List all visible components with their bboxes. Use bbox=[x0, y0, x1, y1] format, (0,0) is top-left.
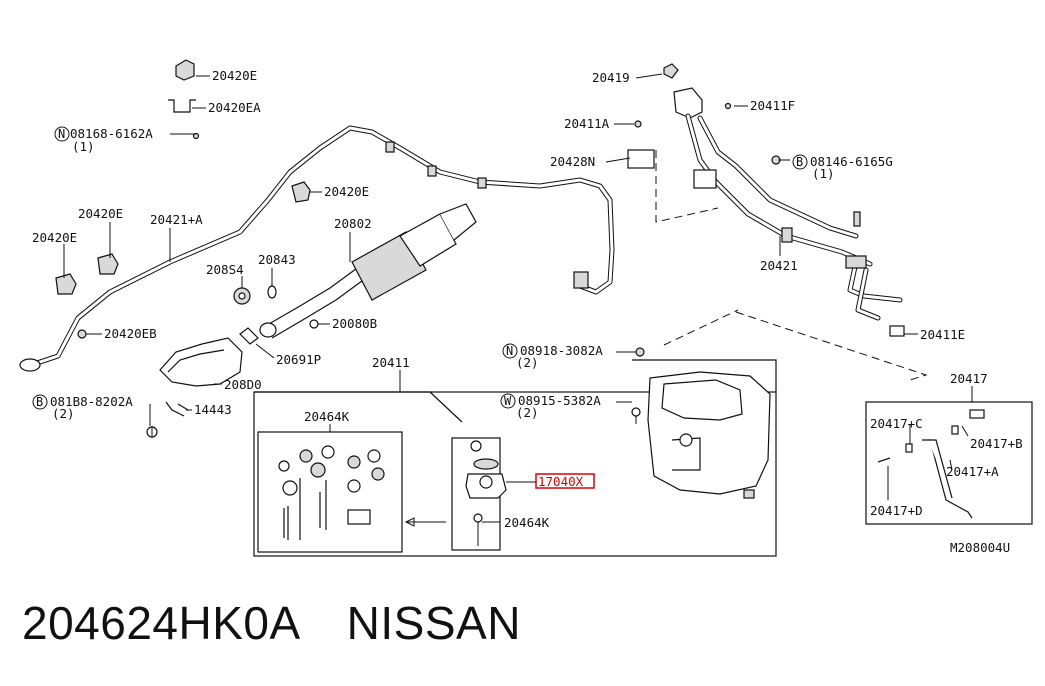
symbol-n: N bbox=[506, 344, 513, 358]
label-20420ea: 20420EA bbox=[208, 100, 261, 115]
label-20421a: 20421+A bbox=[150, 212, 203, 227]
label-20411f: 20411F bbox=[750, 98, 795, 113]
label-08168: 08168-6162A bbox=[70, 126, 153, 141]
label-20411a: 20411A bbox=[564, 116, 610, 131]
label-20417: 20417 bbox=[950, 371, 988, 386]
label-208d0: 208D0 bbox=[224, 377, 262, 392]
label-08146: 08146-6165G bbox=[810, 154, 893, 169]
label-20420e: 20420E bbox=[78, 206, 123, 221]
label-20420e: 20420E bbox=[212, 68, 257, 83]
label-14443: 14443 bbox=[194, 402, 232, 417]
heat-insulator bbox=[146, 337, 243, 438]
label-08168-qty: (1) bbox=[72, 139, 95, 154]
fuel-tank bbox=[253, 347, 777, 557]
circled-symbols: N N B B W bbox=[32, 126, 808, 410]
label-20411: 20411 bbox=[372, 355, 410, 370]
label-20420e: 20420E bbox=[32, 230, 77, 245]
label-08918-qty: (2) bbox=[516, 355, 539, 370]
label-20802: 20802 bbox=[334, 216, 372, 231]
label-08146-qty: (1) bbox=[812, 166, 835, 181]
label-20428n: 20428N bbox=[550, 154, 595, 169]
fuel-pump-box bbox=[451, 437, 507, 551]
label-081b8-qty: (2) bbox=[52, 406, 75, 421]
bracket-kit-box bbox=[865, 386, 1033, 525]
label-20843: 20843 bbox=[258, 252, 296, 267]
label-20080b: 20080B bbox=[332, 316, 377, 331]
parts-kit-box bbox=[257, 431, 446, 553]
footer-caption: 204624HK0A NISSAN bbox=[22, 596, 521, 650]
label-20411e: 20411E bbox=[920, 327, 965, 342]
symbol-w: W bbox=[504, 394, 512, 408]
label-20417b: 20417+B bbox=[970, 436, 1023, 451]
part-labels: 20420E 20420EA 08168-6162A (1) 20420E 20… bbox=[32, 68, 1023, 555]
symbol-b: B bbox=[36, 395, 43, 409]
catalytic-converter bbox=[233, 203, 477, 345]
label-20464k: 20464K bbox=[504, 515, 550, 530]
label-08915: 08915-5382A bbox=[518, 393, 601, 408]
vent-tube-assembly bbox=[19, 125, 615, 372]
symbol-n: N bbox=[58, 127, 65, 141]
symbol-b: B bbox=[796, 155, 803, 169]
label-20464k: 20464K bbox=[304, 409, 350, 424]
label-20420eb: 20420EB bbox=[104, 326, 157, 341]
label-208s4: 208S4 bbox=[206, 262, 244, 277]
label-20420e: 20420E bbox=[324, 184, 369, 199]
label-20417a: 20417+A bbox=[946, 464, 999, 479]
label-081b8: 081B8-8202A bbox=[50, 394, 133, 409]
label-20417d: 20417+D bbox=[870, 503, 923, 518]
label-08915-qty: (2) bbox=[516, 405, 539, 420]
label-20691p: 20691P bbox=[276, 352, 321, 367]
label-20421: 20421 bbox=[760, 258, 798, 273]
brand-name: NISSAN bbox=[346, 597, 521, 649]
label-08918: 08918-3082A bbox=[520, 343, 603, 358]
label-17040x: 17040X bbox=[538, 474, 584, 489]
leader-lines bbox=[63, 73, 969, 523]
part-number: 204624HK0A bbox=[22, 597, 301, 649]
label-20419: 20419 bbox=[592, 70, 630, 85]
highlight-box bbox=[535, 473, 595, 489]
diagram-code: M208004U bbox=[950, 540, 1010, 555]
filler-neck-assembly bbox=[627, 63, 905, 337]
label-20417c: 20417+C bbox=[870, 416, 923, 431]
